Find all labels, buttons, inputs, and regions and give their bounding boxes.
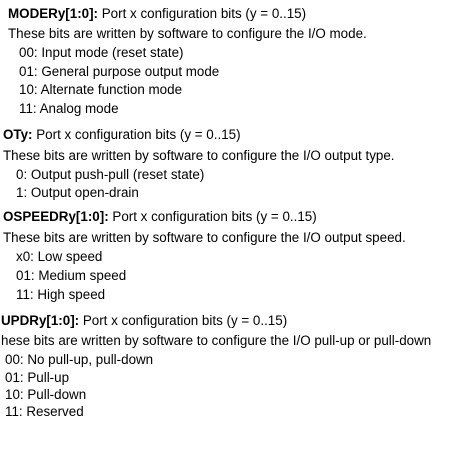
moder-heading: MODERy[1:0]: Port x configuration bits (… [8, 6, 306, 22]
ospeedr-field-name: OSPEEDRy[1:0]: [3, 209, 109, 224]
ospeedr-value: 11: High speed [16, 287, 106, 302]
moder-field-name: MODERy[1:0]: [8, 6, 99, 21]
ot-field-title: Port x configuration bits (y = 0..15) [32, 127, 241, 142]
updr-value: 10: Pull-down [5, 387, 87, 402]
updr-value: 01: Pull-up [5, 370, 70, 385]
updr-value: 00: No pull-up, pull-down [5, 352, 154, 367]
updr-value: 11: Reserved [5, 404, 84, 419]
ospeedr-value: 01: Medium speed [16, 268, 127, 283]
ot-heading: OTy: Port x configuration bits (y = 0..1… [3, 127, 241, 143]
moder-value: 11: Analog mode [19, 101, 119, 116]
moder-description: These bits are written by software to co… [8, 26, 367, 41]
updr-heading: UPDRy[1:0]: Port x configuration bits (y… [1, 313, 287, 329]
ot-value: 1: Output open-drain [16, 185, 139, 200]
ospeedr-heading: OSPEEDRy[1:0]: Port x configuration bits… [3, 209, 317, 225]
ospeedr-value: x0: Low speed [16, 249, 103, 264]
moder-value: 00: Input mode (reset state) [19, 45, 184, 60]
ot-field-name: OTy: [3, 127, 33, 142]
moder-value: 01: General purpose output mode [19, 64, 220, 79]
ospeedr-field-title: Port x configuration bits (y = 0..15) [108, 209, 317, 224]
ot-description: These bits are written by software to co… [3, 148, 395, 163]
ospeedr-description: These bits are written by software to co… [3, 230, 406, 245]
moder-field-title: Port x configuration bits (y = 0..15) [98, 6, 307, 21]
updr-field-title: Port x configuration bits (y = 0..15) [79, 313, 288, 328]
updr-description: hese bits are written by software to con… [1, 333, 432, 348]
updr-field-name: UPDRy[1:0]: [1, 313, 80, 328]
ot-value: 0: Output push-pull (reset state) [16, 167, 205, 182]
moder-value: 10: Alternate function mode [19, 82, 183, 97]
